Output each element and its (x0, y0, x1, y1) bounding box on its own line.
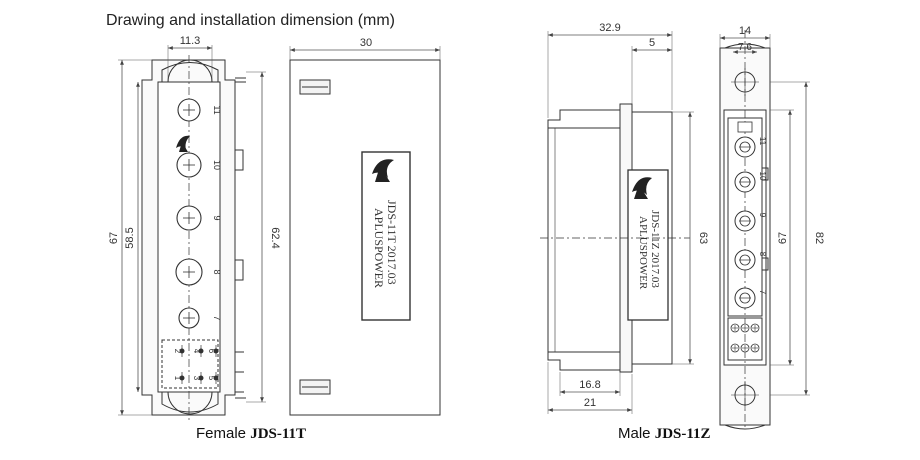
male-small-pin (740, 323, 750, 333)
female-small-pin: 4 (192, 345, 204, 357)
dim-female-height-67: 67 (108, 232, 120, 244)
female-label-logo (372, 159, 394, 182)
female-pin-number: 8 (212, 269, 222, 274)
dim-female-height-624: 62.4 (269, 227, 281, 248)
male-signal-pins (730, 323, 760, 353)
male-caption-prefix: Male (618, 425, 651, 442)
male-pin: 7 (734, 287, 767, 309)
female-power-pins: 11 10 9 8 7 (175, 98, 222, 329)
male-small-pin (730, 343, 740, 353)
female-caption-prefix: Female (196, 425, 247, 442)
female-small-pin-number: 5 (207, 376, 216, 381)
female-logo (176, 135, 190, 152)
dim-male-21: 21 (584, 397, 596, 409)
male-top-key (737, 121, 753, 133)
male-small-pin (730, 323, 740, 333)
male-pin-number: 8 (758, 252, 767, 257)
male-side-view (540, 103, 690, 373)
male-pin: 9 (734, 210, 767, 232)
female-front-view (141, 55, 246, 420)
dim-male-168: 16.8 (579, 379, 600, 391)
female-small-pin: 3 (192, 372, 204, 384)
male-pin-number: 9 (758, 213, 767, 218)
male-small-pin (750, 343, 760, 353)
dim-male-width-76: 7.6 (738, 42, 752, 53)
female-small-pin-number: 2 (173, 349, 182, 354)
dim-female-width: 11.3 (180, 35, 201, 47)
female-caption-model: JDS-11T (250, 426, 307, 442)
male-caption-model: JDS-11Z (654, 426, 711, 442)
female-caption: Female JDS-11T (196, 425, 306, 443)
female-small-pin-number: 6 (207, 349, 216, 354)
female-small-pin: 1 (173, 372, 185, 384)
dim-male-height-67: 67 (777, 232, 789, 244)
male-pin-number: 10 (758, 172, 767, 181)
female-label-line1: JDS-11T 2017.03 (385, 200, 399, 285)
female-pin: 9 (176, 205, 222, 231)
male-label-line2: APLUSPOWER (637, 216, 649, 290)
dim-male-329: 32.9 (599, 22, 620, 34)
male-pin: 11 (734, 136, 767, 158)
dim-male-5: 5 (649, 37, 655, 49)
female-small-pin-number: 3 (192, 376, 201, 381)
female-pin: 7 (178, 307, 222, 329)
drawing-title: Drawing and installation dimension (mm) (106, 12, 396, 29)
male-power-pins: 11 10 9 8 7 (734, 121, 767, 309)
female-pin: 10 (176, 152, 222, 178)
male-pin-number: 11 (758, 137, 767, 146)
female-small-pin-number: 1 (173, 376, 182, 381)
female-small-pin: 2 (173, 345, 185, 357)
male-label-logo (632, 177, 652, 199)
female-label-line2: APLUSPOWER (372, 208, 386, 288)
female-side-view (289, 59, 441, 416)
male-label-line1: JDS-11Z 2017.03 (649, 210, 661, 288)
male-pin-number: 7 (758, 290, 767, 295)
male-caption: Male JDS-11Z (618, 425, 711, 443)
dim-female-depth: 30 (360, 37, 372, 49)
female-pin-number: 7 (212, 315, 222, 320)
male-small-pin (750, 323, 760, 333)
dim-female-height-585: 58.5 (124, 227, 136, 248)
male-small-pin (740, 343, 750, 353)
female-small-pin-number: 4 (192, 349, 201, 354)
dim-male-63: 63 (697, 232, 709, 244)
female-pin: 8 (175, 258, 222, 286)
female-pin: 11 (177, 98, 222, 122)
male-pin: 8 (734, 249, 767, 271)
female-pin-number: 9 (212, 215, 222, 220)
dim-male-height-82: 82 (813, 232, 825, 244)
female-signal-pins: 2 4 6 1 3 5 (173, 345, 219, 384)
female-small-pin: 5 (207, 372, 219, 384)
female-pin-number: 10 (212, 160, 222, 170)
dim-male-width-14: 14 (739, 25, 751, 37)
male-pin: 10 (734, 171, 767, 193)
female-pin-number: 11 (212, 105, 222, 114)
female-small-pin: 6 (207, 345, 219, 357)
